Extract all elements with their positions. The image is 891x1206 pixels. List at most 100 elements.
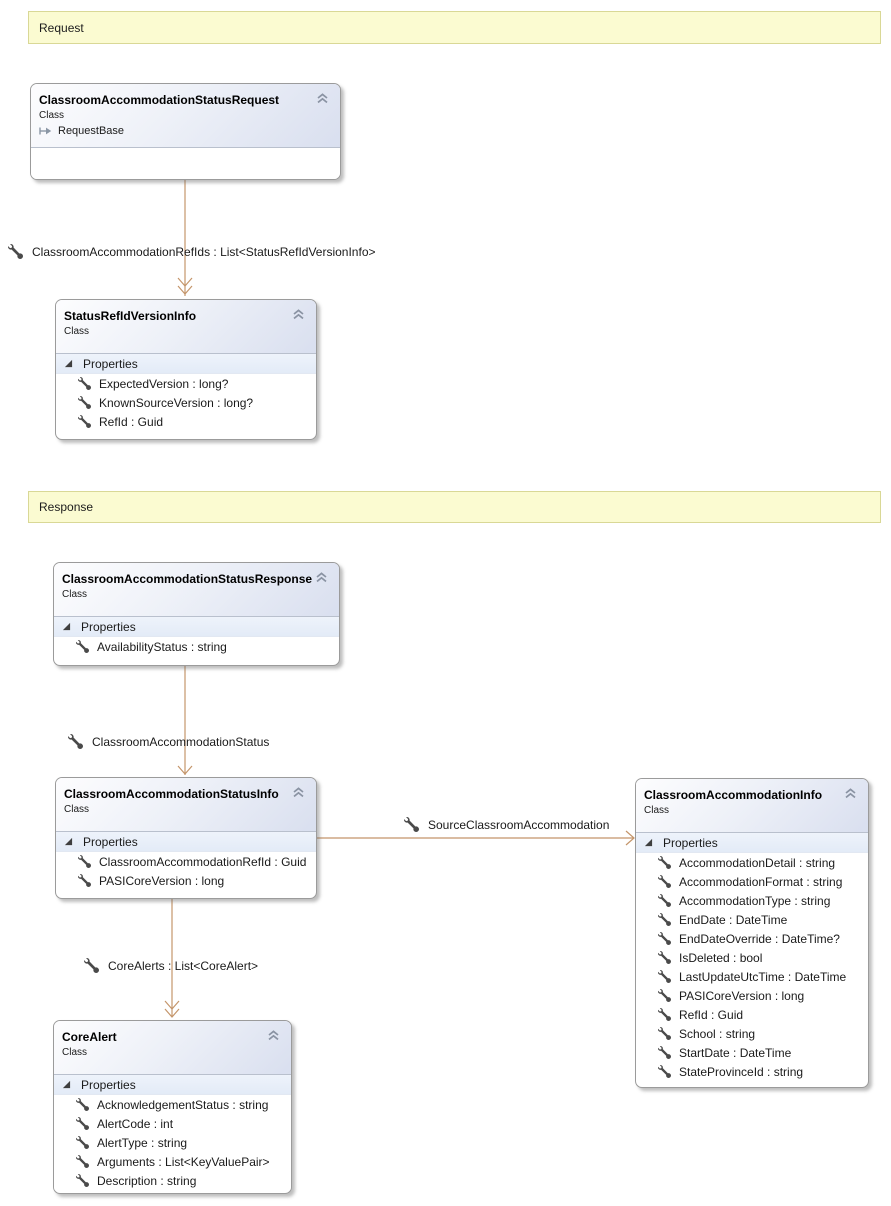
property-row[interactable]: AvailabilityStatus : string xyxy=(54,637,339,656)
property-text: Description : string xyxy=(97,1173,197,1188)
properties-section-header[interactable]: Properties xyxy=(56,832,316,852)
property-row[interactable]: AcknowledgementStatus : string xyxy=(54,1095,291,1114)
property-row[interactable]: RefId : Guid xyxy=(636,1005,868,1024)
properties-section-label: Properties xyxy=(81,1077,136,1092)
arrow-right-icon xyxy=(39,127,52,135)
property-text: RefId : Guid xyxy=(99,414,164,429)
connector-sourceclassroomaccommodation[interactable] xyxy=(317,830,635,846)
class-title: ClassroomAccommodationStatusResponse xyxy=(62,572,313,586)
collapse-chevron-icon[interactable] xyxy=(844,786,860,800)
triangle-expander-icon xyxy=(62,622,71,631)
properties-list: AvailabilityStatus : string xyxy=(54,637,339,656)
wrench-icon xyxy=(76,1136,89,1149)
property-row[interactable]: StateProvinceId : string xyxy=(636,1062,868,1081)
property-text: AlertCode : int xyxy=(97,1116,174,1131)
class-header: StatusRefIdVersionInfo Class xyxy=(56,300,316,354)
connector-label-classroomaccommodationstatus[interactable]: ClassroomAccommodationStatus xyxy=(68,734,269,749)
property-row[interactable]: KnownSourceVersion : long? xyxy=(56,393,316,412)
wrench-icon xyxy=(658,894,671,907)
class-box-corealert[interactable]: CoreAlert Class Properties Acknowledgeme… xyxy=(53,1020,292,1194)
property-row[interactable]: AlertType : string xyxy=(54,1133,291,1152)
properties-section-header[interactable]: Properties xyxy=(54,1075,291,1095)
empty-members-compartment xyxy=(31,148,340,179)
wrench-icon xyxy=(78,855,91,868)
wrench-icon xyxy=(78,415,91,428)
connector-classroomaccommodationrefids[interactable] xyxy=(177,180,193,296)
wrench-icon xyxy=(68,734,83,749)
collapse-chevron-icon[interactable] xyxy=(267,1028,283,1042)
properties-section-header[interactable]: Properties xyxy=(636,833,868,853)
wrench-icon xyxy=(404,817,419,832)
wrench-icon xyxy=(76,1117,89,1130)
property-row[interactable]: AccommodationFormat : string xyxy=(636,872,868,891)
properties-list: ExpectedVersion : long? KnownSourceVersi… xyxy=(56,374,316,431)
properties-section-header[interactable]: Properties xyxy=(54,617,339,637)
class-title: ClassroomAccommodationStatusRequest xyxy=(39,93,280,107)
class-box-classroomaccommodationstatusinfo[interactable]: ClassroomAccommodationStatusInfo Class P… xyxy=(55,777,317,899)
collapse-chevron-icon[interactable] xyxy=(315,570,331,584)
property-row[interactable]: PASICoreVersion : long xyxy=(56,871,316,890)
property-text: Arguments : List<KeyValuePair> xyxy=(97,1154,270,1169)
property-text: AcknowledgementStatus : string xyxy=(97,1097,269,1112)
property-row[interactable]: Description : string xyxy=(54,1171,291,1190)
property-text: LastUpdateUtcTime : DateTime xyxy=(679,969,847,984)
property-text: PASICoreVersion : long xyxy=(679,988,805,1003)
properties-section-label: Properties xyxy=(83,356,138,371)
property-row[interactable]: ExpectedVersion : long? xyxy=(56,374,316,393)
class-box-statusrefidversioninfo[interactable]: StatusRefIdVersionInfo Class Properties … xyxy=(55,299,317,440)
wrench-icon xyxy=(658,1027,671,1040)
property-row[interactable]: AlertCode : int xyxy=(54,1114,291,1133)
class-header: ClassroomAccommodationInfo Class xyxy=(636,779,868,833)
connector-label-corealerts[interactable]: CoreAlerts : List<CoreAlert> xyxy=(84,958,258,973)
class-kind: Class xyxy=(64,804,90,815)
property-row[interactable]: PASICoreVersion : long xyxy=(636,986,868,1005)
wrench-icon xyxy=(76,1174,89,1187)
property-row[interactable]: LastUpdateUtcTime : DateTime xyxy=(636,967,868,986)
class-box-classroomaccommodationstatusrequest[interactable]: ClassroomAccommodationStatusRequest Clas… xyxy=(30,83,341,180)
property-text: EndDate : DateTime xyxy=(679,912,788,927)
property-row[interactable]: AccommodationDetail : string xyxy=(636,853,868,872)
class-box-classroomaccommodationstatusresponse[interactable]: ClassroomAccommodationStatusResponse Cla… xyxy=(53,562,340,666)
property-row[interactable]: EndDateOverride : DateTime? xyxy=(636,929,868,948)
property-text: IsDeleted : bool xyxy=(679,950,763,965)
property-row[interactable]: Arguments : List<KeyValuePair> xyxy=(54,1152,291,1171)
properties-section-label: Properties xyxy=(81,619,136,634)
properties-list: AcknowledgementStatus : string AlertCode… xyxy=(54,1095,291,1190)
property-text: AccommodationType : string xyxy=(679,893,831,908)
class-kind: Class xyxy=(62,589,88,600)
class-header: CoreAlert Class xyxy=(54,1021,291,1075)
collapse-chevron-icon[interactable] xyxy=(316,91,332,105)
response-comment-banner[interactable]: Response xyxy=(28,491,881,523)
property-text: ExpectedVersion : long? xyxy=(99,376,229,391)
class-kind: Class xyxy=(39,110,65,121)
properties-list: ClassroomAccommodationRefId : Guid PASIC… xyxy=(56,852,316,890)
property-text: KnownSourceVersion : long? xyxy=(99,395,254,410)
base-type-row[interactable]: RequestBase xyxy=(39,125,332,137)
property-row[interactable]: School : string xyxy=(636,1024,868,1043)
property-row[interactable]: StartDate : DateTime xyxy=(636,1043,868,1062)
collapse-chevron-icon[interactable] xyxy=(292,785,308,799)
properties-list: AccommodationDetail : string Accommodati… xyxy=(636,853,868,1081)
property-row[interactable]: IsDeleted : bool xyxy=(636,948,868,967)
class-box-classroomaccommodationinfo[interactable]: ClassroomAccommodationInfo Class Propert… xyxy=(635,778,869,1088)
connector-label-classroomaccommodationrefids[interactable]: ClassroomAccommodationRefIds : List<Stat… xyxy=(8,244,376,259)
connector-label-text: CoreAlerts : List<CoreAlert> xyxy=(108,958,259,973)
wrench-icon xyxy=(76,1155,89,1168)
wrench-icon xyxy=(658,951,671,964)
property-row[interactable]: ClassroomAccommodationRefId : Guid xyxy=(56,852,316,871)
property-row[interactable]: RefId : Guid xyxy=(56,412,316,431)
connector-label-text: SourceClassroomAccommodation xyxy=(428,817,610,832)
collapse-chevron-icon[interactable] xyxy=(292,307,308,321)
property-row[interactable]: EndDate : DateTime xyxy=(636,910,868,929)
connector-classroomaccommodationstatus[interactable] xyxy=(177,666,193,775)
wrench-icon xyxy=(658,1008,671,1021)
response-banner-label: Response xyxy=(39,500,94,514)
properties-section-header[interactable]: Properties xyxy=(56,354,316,374)
class-title: CoreAlert xyxy=(62,1030,117,1044)
connector-label-sourceclassroomaccommodation[interactable]: SourceClassroomAccommodation xyxy=(404,817,609,832)
wrench-icon xyxy=(658,1065,671,1078)
wrench-icon xyxy=(658,913,671,926)
property-row[interactable]: AccommodationType : string xyxy=(636,891,868,910)
request-comment-banner[interactable]: Request xyxy=(28,11,881,44)
